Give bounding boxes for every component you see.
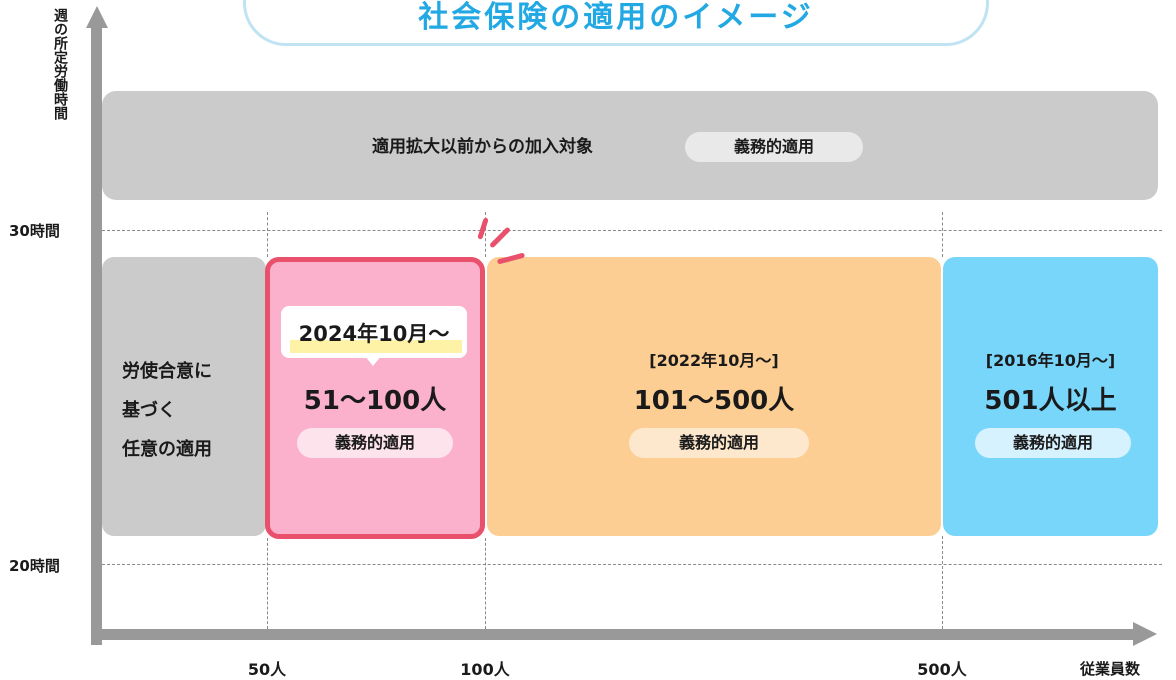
callout-highlight xyxy=(290,340,462,353)
title-frame xyxy=(243,0,989,46)
date-101-500: [2022年10月～] xyxy=(649,351,779,370)
page-title: 社会保険の適用のイメージ xyxy=(418,0,814,35)
gridline-100-lower xyxy=(485,538,486,629)
spark-icon-1 xyxy=(477,217,489,240)
region-51-100 xyxy=(265,257,485,539)
badge-501-plus: 義務的適用 xyxy=(975,428,1131,458)
x-tick-100: 100人 xyxy=(460,660,510,679)
voluntary-line-1: 労使合意に xyxy=(122,361,212,382)
y-axis-arrow-icon xyxy=(86,6,108,28)
existing-coverage-badge: 義務的適用 xyxy=(685,132,863,162)
x-tick-500: 500人 xyxy=(917,660,967,679)
x-tick-50: 50人 xyxy=(247,660,287,679)
gridline-500-upper xyxy=(942,212,943,257)
voluntary-region xyxy=(102,257,266,536)
gridline-50-lower xyxy=(267,538,268,629)
callout-tail-icon xyxy=(365,356,381,366)
badge-51-100: 義務的適用 xyxy=(297,428,453,458)
date-501-plus: [2016年10月～] xyxy=(985,351,1116,370)
size-501-plus: 501人以上 xyxy=(984,386,1117,416)
existing-coverage-label: 適用拡大以前からの加入対象 xyxy=(372,137,593,157)
region-101-500 xyxy=(487,257,941,536)
gridline-20h xyxy=(102,564,1162,565)
voluntary-line-3: 任意の適用 xyxy=(122,439,212,460)
x-axis xyxy=(91,629,1136,640)
gridline-50-upper xyxy=(267,212,268,257)
size-51-100: 51～100人 xyxy=(303,386,447,416)
y-axis xyxy=(91,22,102,645)
gridline-30h xyxy=(102,230,1162,231)
existing-coverage-band xyxy=(102,91,1158,200)
gridline-500-lower xyxy=(942,536,943,629)
callout-date: 2024年10月～ xyxy=(298,322,450,346)
region-501-plus xyxy=(943,257,1158,536)
size-101-500: 101～500人 xyxy=(633,386,795,416)
y-axis-title: 週の所定労働時間 xyxy=(52,8,68,120)
voluntary-label: 労使合意に 基づく 任意の適用 xyxy=(122,352,212,469)
y-tick-20h: 20時間 xyxy=(9,557,60,575)
voluntary-line-2: 基づく xyxy=(122,400,176,421)
gridline-100-upper xyxy=(485,212,486,257)
x-axis-title: 従業員数 xyxy=(1080,660,1141,678)
badge-101-500: 義務的適用 xyxy=(629,428,809,458)
y-tick-30h: 30時間 xyxy=(9,222,60,240)
x-axis-arrow-icon xyxy=(1133,622,1157,646)
